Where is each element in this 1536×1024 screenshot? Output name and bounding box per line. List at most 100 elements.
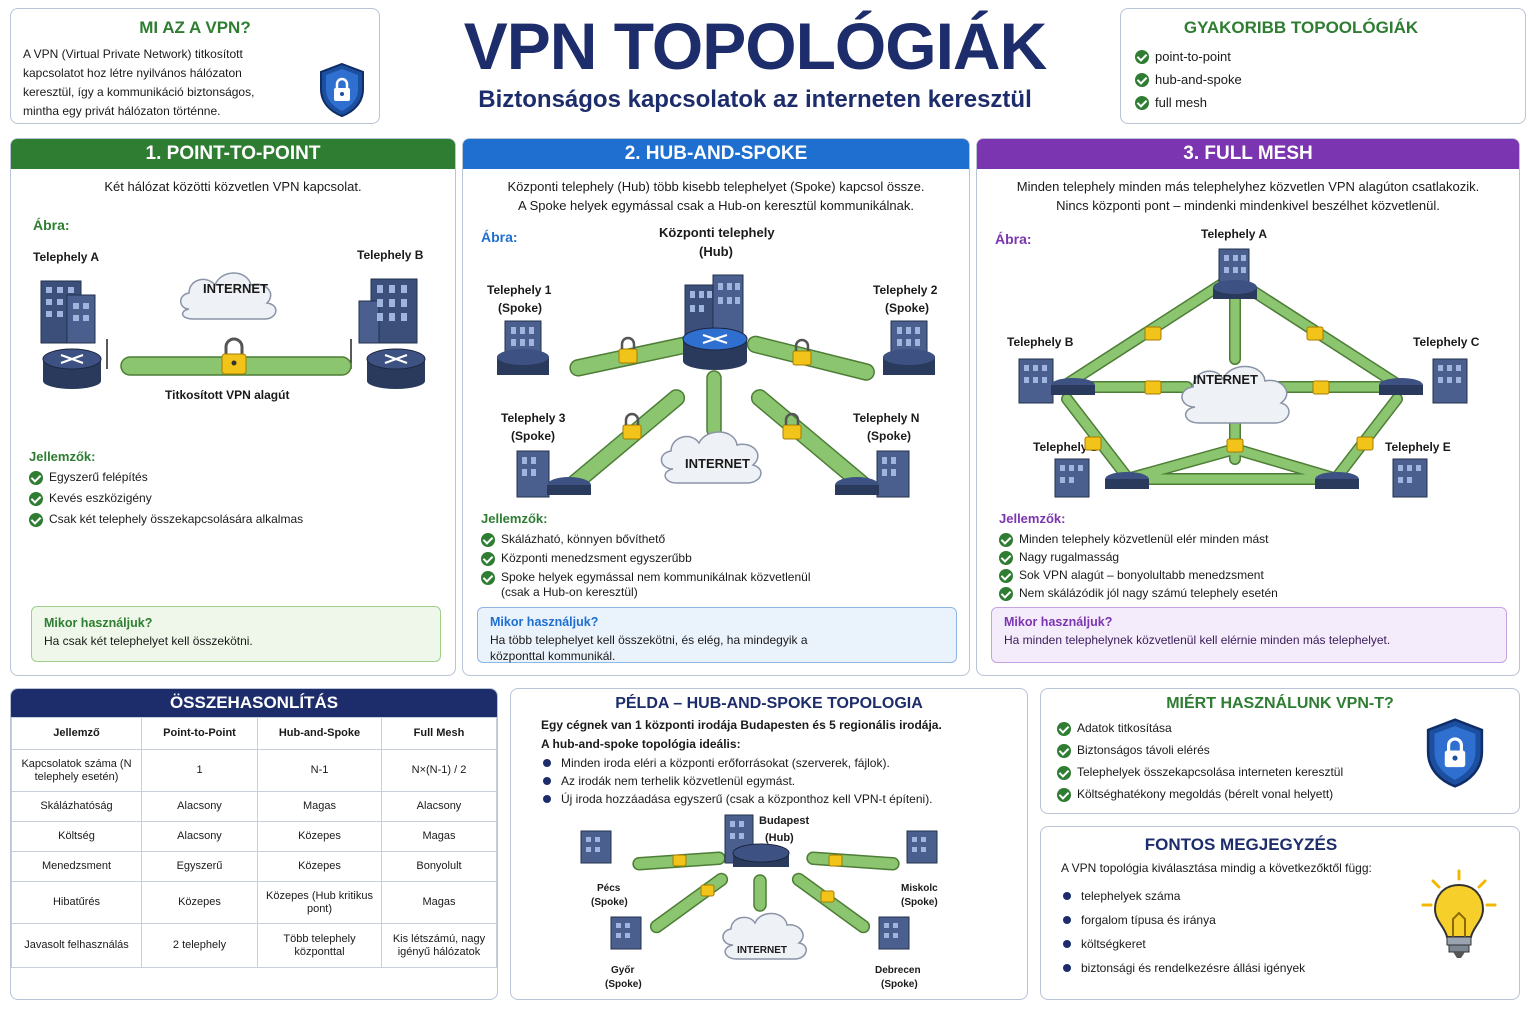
table-header: Hub-and-Spoke [257,717,382,750]
shield-icon [320,62,364,118]
hub-label-1: Központi telephely [659,225,775,240]
check-icon [1135,96,1149,110]
check-icon [999,551,1013,565]
example-intro-1: Egy cégnek van 1 központi irodája Budape… [541,718,942,732]
spoke-2-building-icon [883,320,935,375]
mesh-site-c-label: Telephely C [1413,335,1480,349]
table-header: Full Mesh [381,717,497,750]
example-bullet: Új iroda hozzáadása egyszerű (csak a köz… [541,792,933,806]
p2p-internet-label: INTERNET [203,281,268,296]
internet-cloud-icon [722,912,807,960]
what-is-vpn-title: MI AZ A VPN? [139,18,251,37]
p2p-features-title: Jellemzők: [29,449,96,464]
hub-site-n-label: Telephely N [853,411,920,425]
hub-and-spoke-header: 2. HUB-AND-SPOKE [463,139,969,169]
p2p-diagram [40,272,426,389]
hub-label-2: (Hub) [699,244,733,259]
check-icon [29,513,43,527]
p2p-site-a-label: Telephely A [33,250,100,264]
hub-desc-2: A Spoke helyek egymással csak a Hub-on k… [518,198,914,213]
example-miskolc-spoke: (Spoke) [901,897,938,908]
check-icon [1057,744,1071,758]
example-box: PÉLDA – HUB-AND-SPOKE TOPOLOGIA Egy cégn… [510,688,1028,1000]
example-gyor-spoke: (Spoke) [605,979,642,990]
point-to-point-panel: 1. POINT-TO-POINT Két hálózat közötti kö… [10,138,456,676]
example-pecs-spoke: (Spoke) [591,897,628,908]
example-intro-2: A hub-and-spoke topológia ideális: [541,737,741,751]
check-icon [999,587,1013,601]
mesh-site-a-label: Telephely A [1201,227,1268,241]
example-gyor-label: Győr [611,965,635,976]
hub-feature: Spoke helyek egymással nem kommunikálnak… [481,570,811,585]
mesh-features-title: Jellemzők: [999,511,1066,526]
what-is-vpn-box: MI AZ A VPN? A VPN (Virtual Private Netw… [10,8,380,124]
why-vpn-box: MIÉRT HASZNÁLUNK VPN-T? Adatok titkosítá… [1040,688,1520,814]
hub-feature: Skálázható, könnyen bővíthető [481,532,811,547]
example-debrecen-spoke: (Spoke) [881,979,918,990]
hub-when-box: Mikor használjuk? Ha több telephelyet ke… [477,607,957,663]
lock-icon [1084,326,1374,453]
p2p-diagram-label: Ábra: [33,217,70,233]
p2p-when-title: Mikor használjuk? [44,616,153,630]
why-vpn-title: MIÉRT HASZNÁLUNK VPN-T? [1166,695,1394,712]
comparison-title: ÖSSZEHASONLÍTÁS [11,689,497,717]
internet-cloud-icon [1181,365,1290,424]
check-icon [1135,73,1149,87]
hub-site-3-label: Telephely 3 [501,411,566,425]
example-budapest-label: Budapest [759,815,810,827]
p2p-feature: Csak két telephely összekapcsolására alk… [29,512,303,527]
hub-features-note: (csak a Hub-on keresztül) [501,585,638,599]
example-bullet: Minden iroda eléri a központi erőforráso… [541,756,933,770]
note-item: biztonsági és rendelkezésre állási igény… [1061,961,1305,975]
pecs-building-icon [580,830,612,864]
hub-when-title: Mikor használjuk? [490,615,599,629]
miskolc-building-icon [906,830,938,864]
mesh-when-text: Ha minden telephelynek közvetlenül kell … [1004,633,1391,647]
check-icon [481,571,495,585]
hub-desc-1: Központi telephely (Hub) több kisebb tel… [507,179,925,194]
mesh-building-b-icon [1018,358,1095,404]
full-mesh-header: 3. FULL MESH [977,139,1519,169]
point-to-point-header: 1. POINT-TO-POINT [11,139,455,169]
p2p-when-text: Ha csak két telephelyet kell összekötni. [44,634,253,648]
hub-and-spoke-panel: 2. HUB-AND-SPOKE Központi telephely (Hub… [462,138,970,676]
example-pecs-label: Pécs [597,883,621,894]
internet-cloud-icon [660,431,762,484]
mesh-diagram-label: Ábra: [995,231,1032,247]
why-item: Költséghatékony megoldás (bérelt vonal h… [1057,787,1343,802]
building-a-icon [40,280,96,344]
mesh-when-title: Mikor használjuk? [1004,615,1113,629]
mesh-building-a-icon [1213,248,1257,299]
common-item: full mesh [1135,95,1242,110]
check-icon [1135,50,1149,64]
budapest-building-icon [724,814,790,867]
comparison-box: ÖSSZEHASONLÍTÁS Jellemző Point-to-Point … [10,688,498,1000]
internet-cloud-icon [180,272,277,320]
why-item: Adatok titkosítása [1057,721,1343,736]
check-icon [999,569,1013,583]
note-item: telephelyek száma [1061,889,1305,903]
table-header: Jellemző [11,717,142,750]
hub-site-2-label: Telephely 2 [873,283,938,297]
note-intro: A VPN topológia kiválasztása mindig a kö… [1061,861,1372,875]
hub-when-text: Ha több telephelyet kell összekötni, és … [490,633,808,663]
router-b-icon [366,348,426,389]
check-icon [29,492,43,506]
p2p-feature: Kevés eszközigény [29,491,303,506]
mesh-building-d-icon [1054,458,1149,498]
lock-icon [672,854,843,903]
hub-feature: Központi menedzsment egyszerűbb [481,551,811,566]
lightbulb-icon [1421,869,1497,958]
hub-site-3-spoke: (Spoke) [511,429,556,443]
example-bullet: Az irodák nem terhelik közvetlenül egymá… [541,774,933,788]
mesh-building-c-icon [1379,358,1468,404]
hub-site-1-spoke: (Spoke) [498,301,543,315]
what-is-vpn-text: A VPN (Virtual Private Network) titkosít… [23,47,255,118]
mesh-feature: Nem skálázódik jól nagy számú telephely … [999,586,1278,601]
check-icon [1057,788,1071,802]
hub-site-n-spoke: (Spoke) [867,429,912,443]
